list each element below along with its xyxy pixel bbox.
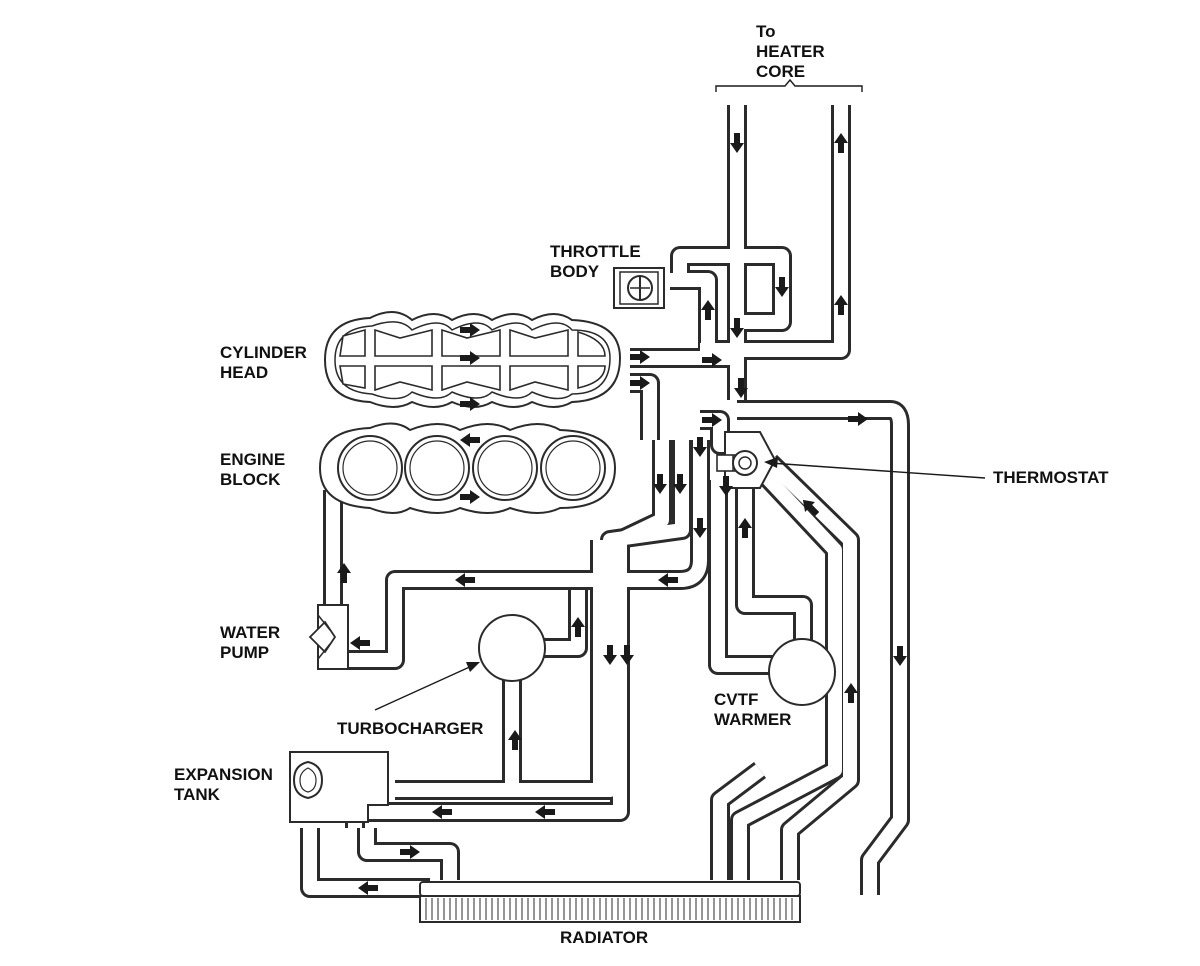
heater-core-label-line-1: To xyxy=(756,22,776,41)
expansion-tank-label-line-1: EXPANSION xyxy=(174,765,273,784)
flow-arrow-right xyxy=(460,351,480,365)
flow-arrow-down xyxy=(673,474,687,494)
flow-arrow-down xyxy=(730,318,744,338)
heater-core-label-line-2: HEATER xyxy=(756,42,825,61)
water-pump-label: WATER PUMP xyxy=(220,623,280,663)
flow-arrow-right xyxy=(702,413,722,427)
thermostat-label-text: THERMOSTAT xyxy=(993,468,1109,487)
cvtf-warmer-label-line-2: WARMER xyxy=(714,710,792,729)
flow-arrow-right xyxy=(848,412,868,426)
expansion-tank xyxy=(289,751,389,823)
flow-arrow-down xyxy=(653,474,667,494)
flow-arrows xyxy=(337,133,907,895)
flow-arrow-left xyxy=(455,573,475,587)
radiator-fins xyxy=(425,898,793,920)
cvtf-warmer-label-line-1: CVTF xyxy=(714,690,759,709)
flow-arrow-right xyxy=(630,350,650,364)
flow-arrow-up xyxy=(738,518,752,538)
flow-arrow-down xyxy=(693,518,707,538)
heater-core-label: To HEATER CORE xyxy=(756,22,825,82)
flow-arrow-up xyxy=(844,683,858,703)
turbocharger xyxy=(478,614,546,682)
thermostat-leader-line xyxy=(769,462,986,479)
flow-arrow-up xyxy=(571,617,585,637)
flow-arrow-left xyxy=(460,433,480,447)
engine-block-label: ENGINE BLOCK xyxy=(220,450,285,490)
throttle-body-label-line-2: BODY xyxy=(550,262,600,281)
thermostat-leader-arrowhead xyxy=(764,457,778,468)
cylinder-head-label-line-1: CYLINDER xyxy=(220,343,307,362)
flow-arrow-up xyxy=(508,730,522,750)
flow-arrow-up xyxy=(337,563,351,583)
cvtf-warmer-label: CVTF WARMER xyxy=(714,690,791,730)
flow-arrow-right xyxy=(460,323,480,337)
heater-core-label-line-3: CORE xyxy=(756,62,806,81)
radiator xyxy=(419,881,801,923)
flow-arrow-upleft xyxy=(802,499,820,517)
flow-arrow-up xyxy=(834,133,848,153)
water-pump-label-line-1: WATER xyxy=(220,623,281,642)
flow-arrow-down xyxy=(730,133,744,153)
engine-block xyxy=(318,422,617,514)
flow-arrow-down xyxy=(893,646,907,666)
flow-arrow-up xyxy=(834,295,848,315)
flow-arrow-right xyxy=(630,376,650,390)
radiator-label-text: RADIATOR xyxy=(560,928,649,947)
flow-arrow-right xyxy=(400,845,420,859)
flow-arrow-down xyxy=(734,378,748,398)
flow-arrow-right xyxy=(460,397,480,411)
flow-arrow-left xyxy=(535,805,555,819)
cvtf-warmer xyxy=(768,638,836,706)
engine-block-label-line-1: ENGINE xyxy=(220,450,286,469)
radiator-label: RADIATOR xyxy=(560,928,648,948)
heater-core-bracket xyxy=(715,78,863,92)
turbocharger-leader-line xyxy=(374,664,475,711)
engine-block-label-line-2: BLOCK xyxy=(220,470,281,489)
flow-arrow-down xyxy=(693,437,707,457)
cylinder-head-label: CYLINDER HEAD xyxy=(220,343,307,383)
turbocharger-leader-arrowhead xyxy=(466,662,480,672)
throttle-body xyxy=(613,267,665,309)
thermostat-label: THERMOSTAT xyxy=(993,468,1109,488)
cylinder-head-label-line-2: HEAD xyxy=(220,363,269,382)
expansion-tank-label: EXPANSION TANK xyxy=(174,765,273,805)
flow-arrow-down xyxy=(603,645,617,665)
thermostat xyxy=(716,431,777,489)
throttle-body-label: THROTTLE BODY xyxy=(550,242,641,282)
turbocharger-label-text: TURBOCHARGER xyxy=(337,719,484,738)
flow-arrow-up xyxy=(701,300,715,320)
flow-arrow-down xyxy=(775,277,789,297)
turbocharger-label: TURBOCHARGER xyxy=(337,719,483,739)
flow-arrow-down xyxy=(719,476,733,496)
water-pump xyxy=(308,604,349,670)
coolant-pipes-interior xyxy=(303,105,907,895)
flow-arrow-left xyxy=(350,636,370,650)
flow-arrow-left xyxy=(358,881,378,895)
flow-arrow-left xyxy=(432,805,452,819)
flow-arrow-right xyxy=(460,490,480,504)
flow-arrow-left xyxy=(658,573,678,587)
expansion-tank-label-line-2: TANK xyxy=(174,785,220,804)
flow-arrow-down xyxy=(620,645,634,665)
throttle-body-label-line-1: THROTTLE xyxy=(550,242,641,261)
flow-arrow-right xyxy=(702,353,722,367)
water-pump-label-line-2: PUMP xyxy=(220,643,270,662)
